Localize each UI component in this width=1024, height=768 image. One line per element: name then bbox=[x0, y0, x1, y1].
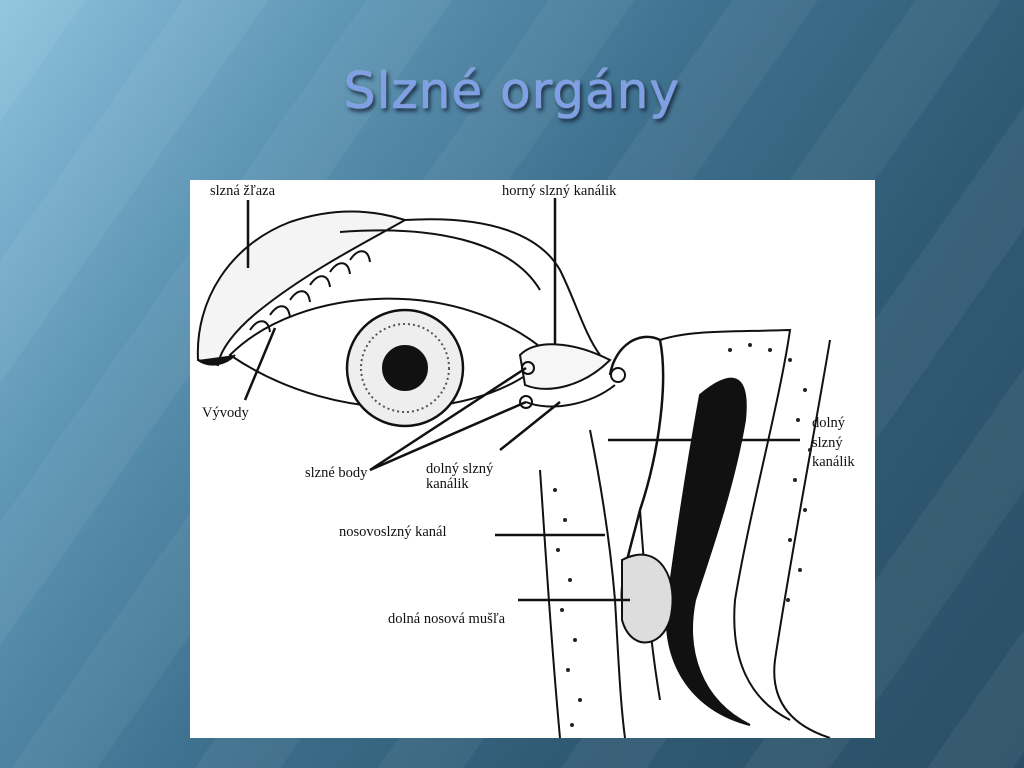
bone-stipple bbox=[553, 343, 812, 727]
pupil bbox=[382, 345, 428, 391]
label-nasolacrimal-canal: nosovoslzný kanál bbox=[339, 524, 447, 540]
label-right-line3: kanálik bbox=[812, 454, 855, 470]
upper-punctum bbox=[521, 361, 535, 375]
label-lacrimal-gland: slzná žľaza bbox=[210, 183, 276, 199]
iris-ring bbox=[360, 323, 450, 413]
lacrimal-diagram: slzná žľaza horný slzný kanálik Vývody s… bbox=[190, 180, 875, 738]
slide-title: Slzné orgány bbox=[343, 62, 681, 120]
caruncle bbox=[518, 343, 612, 390]
upper-eyelid-inner bbox=[339, 229, 541, 291]
leader-lines bbox=[243, 198, 800, 602]
nasolacrimal-canal-walls bbox=[589, 429, 626, 738]
label-upper-canaliculus: horný slzný kanálik bbox=[502, 183, 617, 199]
label-lower-canaliculus-line1: dolný slzný bbox=[426, 461, 494, 477]
nasal-cavity-black bbox=[665, 377, 751, 726]
nasal-wall bbox=[659, 328, 792, 721]
bone-left bbox=[539, 469, 561, 738]
label-right-line1: dolný bbox=[812, 415, 846, 431]
label-right-line2: slzný bbox=[812, 435, 843, 451]
gland-ducts bbox=[249, 250, 371, 333]
label-ducts: Vývody bbox=[202, 405, 249, 421]
label-lower-canaliculus-line2: kanálik bbox=[426, 476, 469, 492]
lacrimal-gland-shape bbox=[196, 210, 408, 367]
sac-junction bbox=[610, 367, 626, 383]
lower-canaliculus bbox=[525, 384, 616, 408]
lower-punctum bbox=[519, 395, 533, 409]
bone-right bbox=[773, 339, 831, 738]
diagram-drawing bbox=[196, 198, 831, 738]
inferior-concha bbox=[621, 553, 674, 644]
label-inferior-concha: dolná nosová mušľa bbox=[388, 611, 506, 627]
label-puncta: slzné body bbox=[305, 465, 368, 481]
